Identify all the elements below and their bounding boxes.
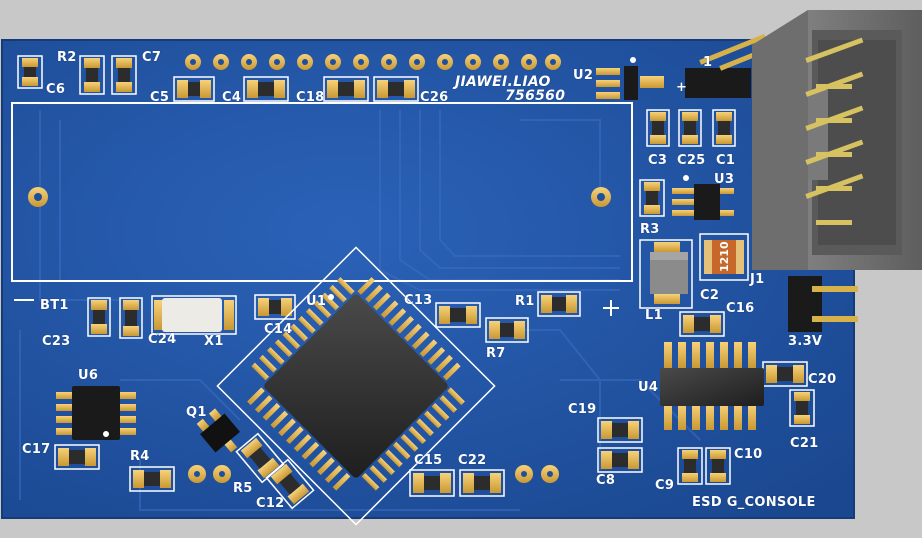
label-r1: R1 (515, 294, 535, 309)
label-x1: X1 (204, 334, 224, 349)
label-c20: C20 (808, 372, 837, 387)
test-pads (188, 465, 559, 483)
label-c12: C12 (256, 496, 285, 511)
label-c18: C18 (296, 90, 325, 105)
j1-box-header (752, 10, 922, 270)
label-q1: Q1 (186, 405, 207, 420)
pin-header-top (185, 54, 561, 70)
label-c9: C9 (655, 478, 675, 493)
u4-chip (660, 342, 764, 430)
bt1-minus-mark (14, 299, 34, 301)
label-c3: C3 (648, 153, 668, 168)
label-r2: R2 (57, 50, 77, 65)
label-u3: U3 (714, 172, 735, 187)
label-pin-1: 1 (703, 55, 713, 70)
label-r4: R4 (130, 449, 150, 464)
label-c8: C8 (596, 473, 616, 488)
label-c6: C6 (46, 82, 66, 97)
label-c25: C25 (677, 153, 706, 168)
label-c14: C14 (264, 322, 293, 337)
u6-chip (56, 386, 136, 440)
label-l1: L1 (645, 308, 663, 323)
label-r3: R3 (640, 222, 660, 237)
label-3v3: 3.3V (788, 334, 823, 349)
c2-capacitor-1210 (699, 233, 749, 281)
label-c2: C2 (700, 288, 720, 303)
label-c19: C19 (568, 402, 597, 417)
label-c7: C7 (142, 50, 162, 65)
label-u6: U6 (78, 368, 99, 383)
header-3v3 (788, 276, 858, 332)
label-1210: 1210 (718, 241, 731, 272)
label-c22: C22 (458, 453, 487, 468)
q1-transistor (196, 408, 240, 453)
label-j1: J1 (750, 272, 765, 287)
bt1-plus-mark (603, 300, 619, 316)
u1-mcu (216, 246, 496, 526)
smd-components (17, 55, 815, 510)
label-c4: C4 (222, 90, 242, 105)
l1-inductor (639, 239, 693, 309)
label-c16: C16 (726, 301, 755, 316)
label-c21: C21 (790, 436, 819, 451)
label-u2: U2 (573, 68, 594, 83)
label-bt1: BT1 (40, 298, 69, 313)
label-c15: C15 (414, 453, 443, 468)
label-c1: C1 (716, 153, 736, 168)
label-c23: C23 (42, 334, 71, 349)
label-c26: C26 (420, 90, 449, 105)
u2-regulator (596, 57, 664, 100)
board-title: ESD G_CONSOLE (692, 495, 816, 510)
label-c5: C5 (150, 90, 170, 105)
label-plus: + (676, 80, 688, 95)
label-c13: C13 (404, 293, 433, 308)
board-number: 756560 (505, 88, 566, 104)
label-u4: U4 (638, 380, 659, 395)
u3-chip (672, 175, 734, 220)
label-c24: C24 (148, 332, 177, 347)
label-c10: C10 (734, 447, 763, 462)
label-r7: R7 (486, 346, 506, 361)
label-u1: U1 (306, 294, 327, 309)
author-name: JIAWEI.LIAO (455, 74, 551, 90)
x1-crystal (151, 295, 237, 335)
label-c17: C17 (22, 442, 51, 457)
label-r5: R5 (233, 481, 253, 496)
